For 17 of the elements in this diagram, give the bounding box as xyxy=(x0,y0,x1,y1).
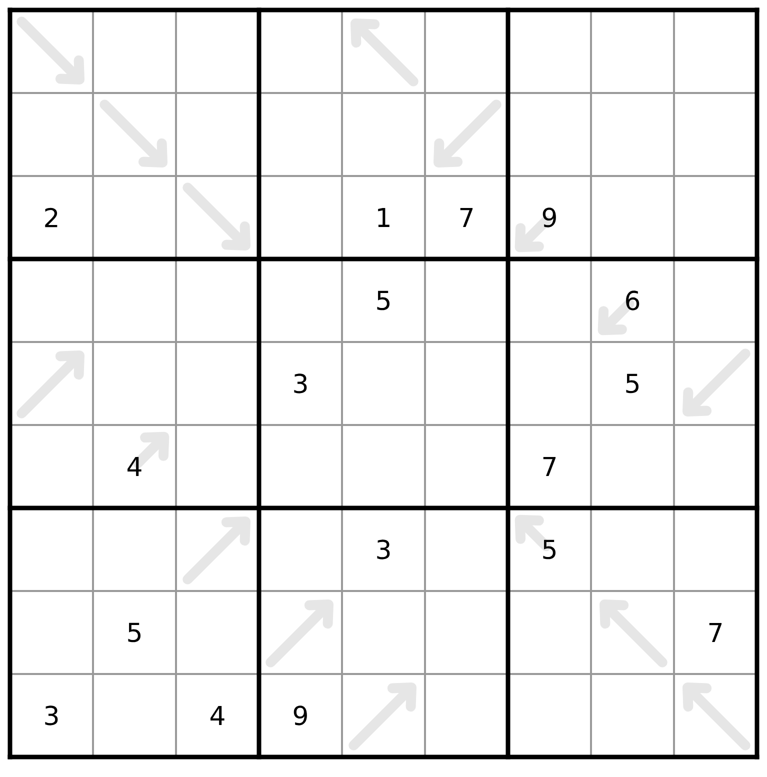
cell-digit: 9 xyxy=(294,706,307,726)
cell-digit: 5 xyxy=(377,290,390,310)
cell-digit: 2 xyxy=(45,208,58,228)
cell-digit: 5 xyxy=(128,622,140,642)
cell-digit: 7 xyxy=(709,623,722,642)
cell-digit: 4 xyxy=(210,706,224,725)
cell-digit: 5 xyxy=(626,374,638,394)
cell-digit: 3 xyxy=(377,540,390,560)
cell-digit: 7 xyxy=(460,208,473,227)
cell-digit: 9 xyxy=(542,208,556,228)
cell-digit: 3 xyxy=(45,706,58,726)
cell-digit: 6 xyxy=(626,290,640,310)
cell-digit: 3 xyxy=(294,374,307,394)
cell-digit: 5 xyxy=(543,540,556,560)
cell-digit: 7 xyxy=(543,457,556,476)
cell-digit: 1 xyxy=(378,208,390,227)
cell-digit: 4 xyxy=(128,457,142,476)
